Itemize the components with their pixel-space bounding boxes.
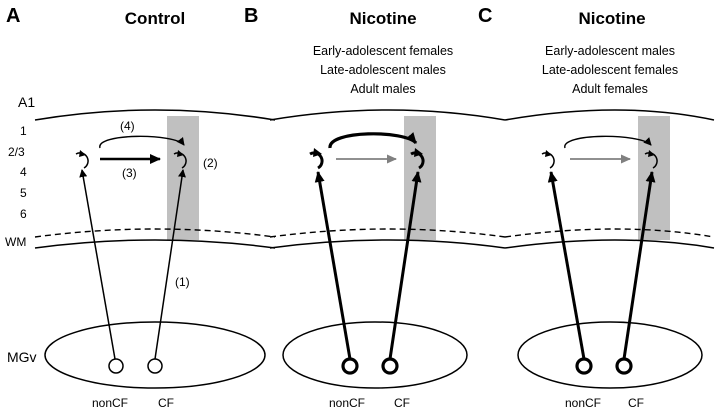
layer6-boundary bbox=[269, 228, 506, 238]
noncf-neuron bbox=[341, 357, 359, 375]
noncf-loop-head bbox=[313, 148, 322, 157]
layer-label-4: 4 bbox=[20, 165, 27, 179]
cf-column bbox=[638, 116, 670, 240]
panel-title: Control bbox=[125, 9, 185, 28]
panel-title: Nicotine bbox=[578, 9, 645, 28]
noncf-thalamocortical-axon bbox=[314, 171, 352, 360]
annotation-cf-recurrent: (2) bbox=[203, 156, 218, 170]
annotation-intracortical: (3) bbox=[122, 166, 137, 180]
subtitle-line: Early-adolescent females bbox=[313, 44, 453, 58]
annotation-arc: (4) bbox=[120, 119, 135, 133]
noncf-label: nonCF bbox=[565, 396, 601, 410]
panel-c: C Nicotine Early-adolescent males Late-a… bbox=[478, 5, 715, 410]
subtitle-line: Adult females bbox=[572, 82, 648, 96]
noncf-neuron bbox=[108, 358, 124, 374]
cf-recurrent-loop bbox=[644, 152, 658, 169]
panel-letter: B bbox=[244, 5, 258, 27]
panel-a: A Control A1 1 2/3 4 5 6 WM (4) (3) (2) bbox=[5, 5, 276, 410]
pia-surface bbox=[34, 109, 276, 121]
cf-column bbox=[404, 116, 436, 240]
cf-recurrent-loop bbox=[173, 152, 187, 169]
layer-label-2-3: 2/3 bbox=[8, 145, 25, 159]
subtitle-line: Late-adolescent females bbox=[542, 63, 678, 77]
cf-recurrent-loop bbox=[410, 151, 425, 170]
cf-loop-head bbox=[648, 150, 655, 157]
subtitle-line: Adult males bbox=[350, 82, 415, 96]
subtitle-line: Late-adolescent males bbox=[320, 63, 446, 77]
noncf-label: nonCF bbox=[329, 396, 365, 410]
arc-arrow bbox=[564, 135, 652, 149]
noncf-loop-head bbox=[545, 150, 552, 157]
noncf-neuron bbox=[575, 357, 593, 375]
thalamus-label: MGv bbox=[7, 349, 37, 365]
white-matter-boundary bbox=[34, 239, 276, 249]
pia-surface bbox=[504, 109, 715, 121]
cf-neuron bbox=[615, 357, 633, 375]
cf-thalamocortical-axon bbox=[622, 171, 656, 360]
layer6-boundary bbox=[504, 228, 715, 238]
noncf-recurrent-loop bbox=[75, 152, 89, 169]
mgv-nucleus bbox=[282, 321, 468, 389]
panel-letter: A bbox=[6, 5, 20, 27]
arc-arrow bbox=[328, 132, 418, 149]
cf-label: CF bbox=[394, 396, 410, 410]
noncf-loop-head bbox=[79, 150, 86, 157]
white-matter-boundary bbox=[504, 239, 715, 249]
white-matter-boundary bbox=[269, 239, 506, 249]
annotation-thalamocortical: (1) bbox=[175, 275, 190, 289]
subtitle-line: Early-adolescent males bbox=[545, 44, 675, 58]
layer6-boundary bbox=[34, 228, 276, 238]
layer-label-5: 5 bbox=[20, 186, 27, 200]
panel-b: B Nicotine Early-adolescent females Late… bbox=[244, 5, 506, 410]
panel-letter: C bbox=[478, 5, 492, 27]
cf-thalamocortical-axon bbox=[154, 169, 186, 360]
pia-surface bbox=[269, 109, 506, 121]
panel-title: Nicotine bbox=[349, 9, 416, 28]
noncf-recurrent-loop bbox=[309, 151, 324, 170]
noncf-thalamocortical-axon bbox=[79, 169, 116, 360]
cf-label: CF bbox=[158, 396, 174, 410]
noncf-label: nonCF bbox=[92, 396, 128, 410]
cf-neuron bbox=[381, 357, 399, 375]
noncf-thalamocortical-axon bbox=[547, 171, 586, 360]
arc-arrow bbox=[99, 135, 185, 149]
cf-neuron bbox=[147, 358, 163, 374]
cf-label: CF bbox=[628, 396, 644, 410]
mgv-nucleus bbox=[44, 321, 266, 389]
cf-column bbox=[167, 116, 199, 240]
cortex-label: A1 bbox=[18, 94, 35, 110]
cf-loop-head bbox=[177, 150, 184, 157]
layer-label-6: 6 bbox=[20, 207, 27, 221]
cf-thalamocortical-axon bbox=[388, 171, 422, 360]
cf-loop-head bbox=[414, 148, 423, 157]
layer-label-1: 1 bbox=[20, 124, 27, 138]
white-matter-label: WM bbox=[5, 235, 26, 249]
mgv-nucleus bbox=[517, 321, 703, 389]
noncf-recurrent-loop bbox=[541, 152, 555, 169]
